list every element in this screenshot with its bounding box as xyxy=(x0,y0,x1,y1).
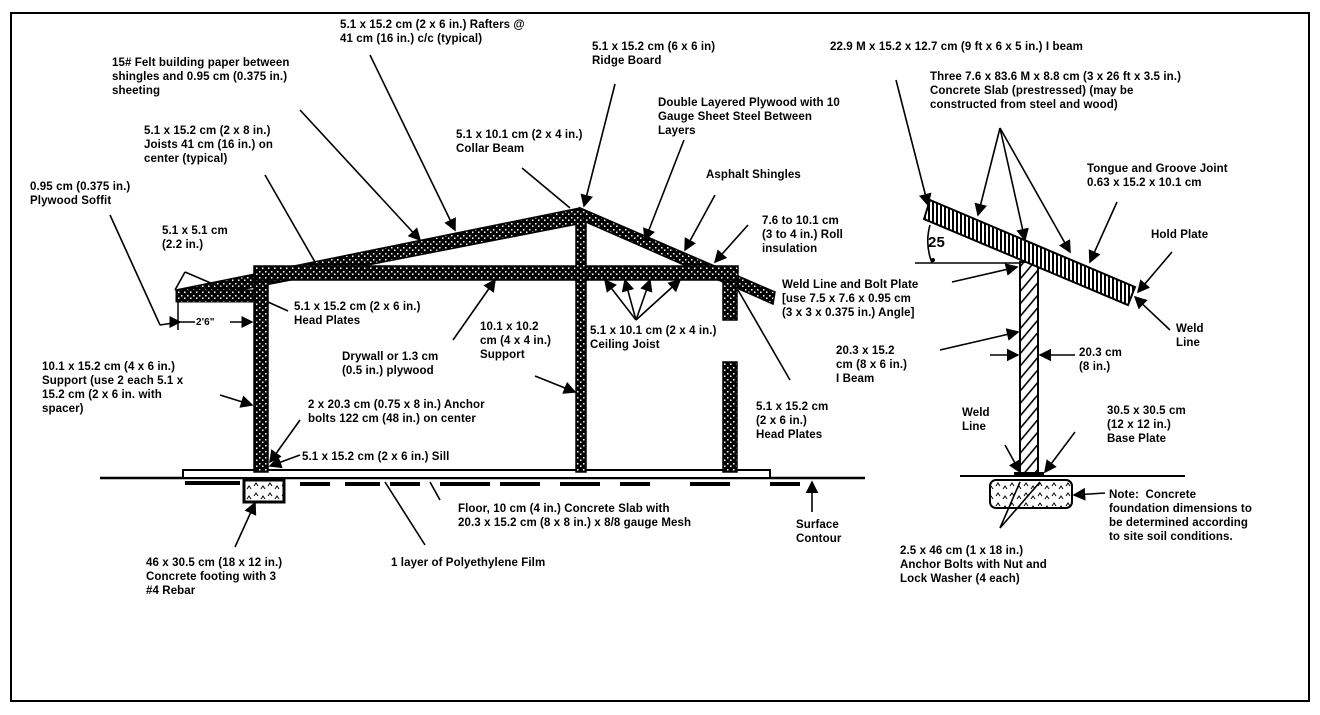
support-center xyxy=(575,221,587,473)
felt-paper-label: 15# Felt building paper between shingles… xyxy=(112,57,290,97)
shelter-section xyxy=(100,206,865,504)
overhang-dimension-label: 2'6" xyxy=(196,317,215,328)
overhang-dimension xyxy=(169,300,254,330)
concrete-foundation xyxy=(989,479,1073,509)
concrete-slab-label: Three 7.6 x 83.6 M x 8.8 cm (3 x 26 ft x… xyxy=(930,71,1181,111)
support-left xyxy=(253,279,269,473)
roof-angle-label: 25 xyxy=(928,234,945,251)
collar-beam-label: 5.1 x 10.1 cm (2 x 4 in.) Collar Beam xyxy=(456,129,583,155)
drywall-label: Drywall or 1.3 cm (0.5 in.) plywood xyxy=(342,351,439,377)
base-plate-label: 30.5 x 30.5 cm (12 x 12 in.) Base Plate xyxy=(1107,405,1186,445)
ceiling-joist-label: 5.1 x 10.1 cm (2 x 4 in.) Ceiling Joist xyxy=(590,325,717,351)
surface-contour xyxy=(185,481,800,486)
prestressed-slab xyxy=(922,198,1137,307)
asphalt-shingles-label: Asphalt Shingles xyxy=(706,169,801,181)
roof-rafter-right xyxy=(578,206,776,306)
support-4x6-label: 10.1 x 15.2 cm (4 x 6 in.) Support (use … xyxy=(42,361,184,415)
tongue-groove-label: Tongue and Groove Joint 0.63 x 15.2 x 10… xyxy=(1087,163,1228,189)
surface-contour-label: Surface Contour xyxy=(796,519,842,545)
head-plate-right xyxy=(722,279,738,321)
two-by-two-label: 5.1 x 5.1 cm (2.2 in.) xyxy=(162,225,228,251)
hold-plate-label: Hold Plate xyxy=(1151,229,1209,241)
joists-label: 5.1 x 15.2 cm (2 x 8 in.) Joists 41 cm (… xyxy=(144,125,273,165)
roof-rafter-left xyxy=(175,207,590,303)
base-plate xyxy=(1014,472,1044,477)
ibeam-top-label: 22.9 M x 15.2 x 12.7 cm (9 ft x 6 x 5 in… xyxy=(830,41,1083,53)
drawing-frame xyxy=(10,12,1310,702)
head-plates-left-label: 5.1 x 15.2 cm (2 x 6 in.) Head Plates xyxy=(294,301,421,327)
support-4x4-label: 10.1 x 10.2 cm (4 x 4 in.) Support xyxy=(480,321,552,361)
foundation-note: Note: Concrete foundation dimensions to … xyxy=(1109,489,1252,543)
rafters-label: 5.1 x 15.2 cm (2 x 6 in.) Rafters @ 41 c… xyxy=(340,19,525,45)
polyethylene-label: 1 layer of Polyethylene Film xyxy=(391,557,546,569)
anchor-bolts-label: 2 x 20.3 cm (0.75 x 8 in.) Anchor bolts … xyxy=(308,399,485,425)
ridge-board-label: 5.1 x 15.2 cm (6 x 6 in) Ridge Board xyxy=(592,41,716,67)
sill-label: 5.1 x 15.2 cm (2 x 6 in.) Sill xyxy=(302,451,450,463)
soffit xyxy=(175,289,259,303)
floor-slab-label: Floor, 10 cm (4 in.) Concrete Slab with … xyxy=(458,503,692,529)
anchor-bolts-right-label: 2.5 x 46 cm (1 x 18 in.) Anchor Bolts wi… xyxy=(900,545,1047,585)
head-plates-right-label: 5.1 x 15.2 cm (2 x 6 in.) Head Plates xyxy=(756,401,829,441)
weld-bolt-plate-label: Weld Line and Bolt Plate [use 7.5 x 7.6 … xyxy=(782,279,919,319)
plywood-soffit-label: 0.95 cm (0.375 in.) Plywood Soffit xyxy=(30,181,131,207)
ibeam-column xyxy=(1019,261,1039,475)
concrete-footing xyxy=(242,478,286,504)
floor-slab xyxy=(182,469,771,479)
leader-lines-right xyxy=(895,79,1173,529)
ceiling-joist-beam xyxy=(253,265,739,281)
leader-lines-left xyxy=(109,54,819,548)
roll-insulation-label: 7.6 to 10.1 cm (3 to 4 in.) Roll insulat… xyxy=(762,215,843,255)
ibeam-side-label: 20.3 x 15.2 cm (8 x 6 in.) I Beam xyxy=(836,345,908,385)
beam-width-label: 20.3 cm (8 in.) xyxy=(1079,347,1122,373)
support-right xyxy=(722,361,738,473)
concrete-footing-label: 46 x 30.5 cm (18 x 12 in.) Concrete foot… xyxy=(146,557,283,597)
weld-line-left-label: Weld Line xyxy=(962,407,990,433)
ibeam-detail xyxy=(915,198,1185,509)
double-plywood-label: Double Layered Plywood with 10 Gauge She… xyxy=(658,97,840,137)
weld-line-right-label: Weld Line xyxy=(1176,323,1204,349)
